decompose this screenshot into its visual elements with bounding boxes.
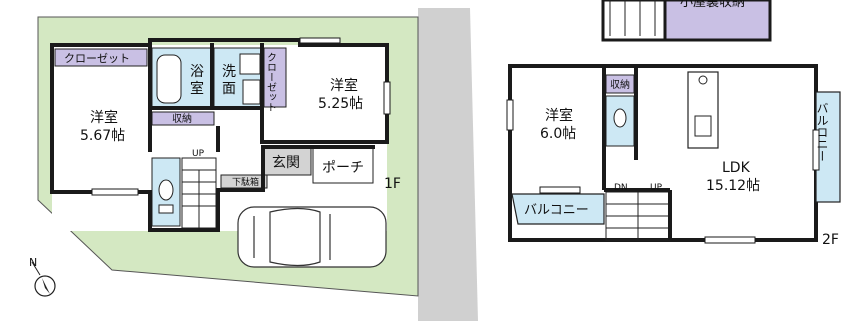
windows-2f	[506, 99, 820, 244]
sink-icon	[694, 115, 712, 137]
wash-label-1: 洗	[222, 64, 236, 80]
compass-icon	[31, 261, 56, 297]
floor-1f-label: 1F	[384, 176, 401, 192]
toilet-1f-tank	[158, 204, 174, 214]
washer-spot	[239, 53, 261, 75]
bath-label-1: 浴	[190, 64, 204, 80]
balcony-right-label: バルコニー	[815, 102, 829, 162]
attic-label: 小屋裏収納	[680, 0, 745, 10]
up-1f-label: UP	[192, 149, 205, 159]
shoe-box-label: 下駄箱	[232, 176, 259, 188]
car-icon	[237, 206, 387, 268]
up-2f-label: UP	[650, 183, 663, 193]
western-a-size: 5.67帖	[80, 128, 125, 144]
toilet-1f-bowl	[158, 179, 174, 201]
dn-label: DN	[614, 183, 628, 193]
floor-2f-label: 2F	[822, 232, 839, 248]
stairs-2f	[605, 191, 671, 241]
ldk-size: 15.12帖	[706, 178, 760, 194]
porch-label: ポーチ	[322, 160, 364, 176]
closet-side-label: クローゼット	[265, 52, 277, 112]
balcony-left-area	[511, 193, 605, 225]
storage-2f-label: 収納	[610, 78, 630, 91]
western-2f-size: 6.0帖	[540, 126, 576, 142]
western-b-name: 洋室	[330, 77, 358, 94]
western-2f-name: 洋室	[545, 107, 573, 124]
western-b-size: 5.25帖	[318, 96, 363, 112]
western-a-name: 洋室	[90, 109, 118, 126]
windows-1f	[91, 37, 391, 196]
attic-stairs-area	[601, 0, 667, 42]
toilet-2f-bowl	[613, 108, 627, 128]
compass-label: N	[29, 256, 37, 269]
attic-stairs	[609, 0, 656, 36]
bathtub	[156, 54, 182, 104]
closet-top-area	[54, 48, 148, 67]
stove-icon	[698, 75, 708, 85]
wash-label-2: 面	[222, 81, 236, 97]
kitchen-counter	[687, 71, 719, 149]
walls-2f	[602, 66, 672, 240]
road-area	[418, 8, 478, 321]
washstand	[242, 79, 261, 105]
bath-label-2: 室	[190, 80, 204, 97]
closet-top-label: クローゼット	[64, 52, 130, 65]
storage-1f-label: 収納	[172, 112, 192, 125]
ldk-name: LDK	[722, 160, 751, 176]
balcony-left-label: バルコニー	[524, 203, 589, 218]
attic-storage-area	[663, 0, 772, 42]
entrance-label: 玄関	[272, 154, 300, 171]
